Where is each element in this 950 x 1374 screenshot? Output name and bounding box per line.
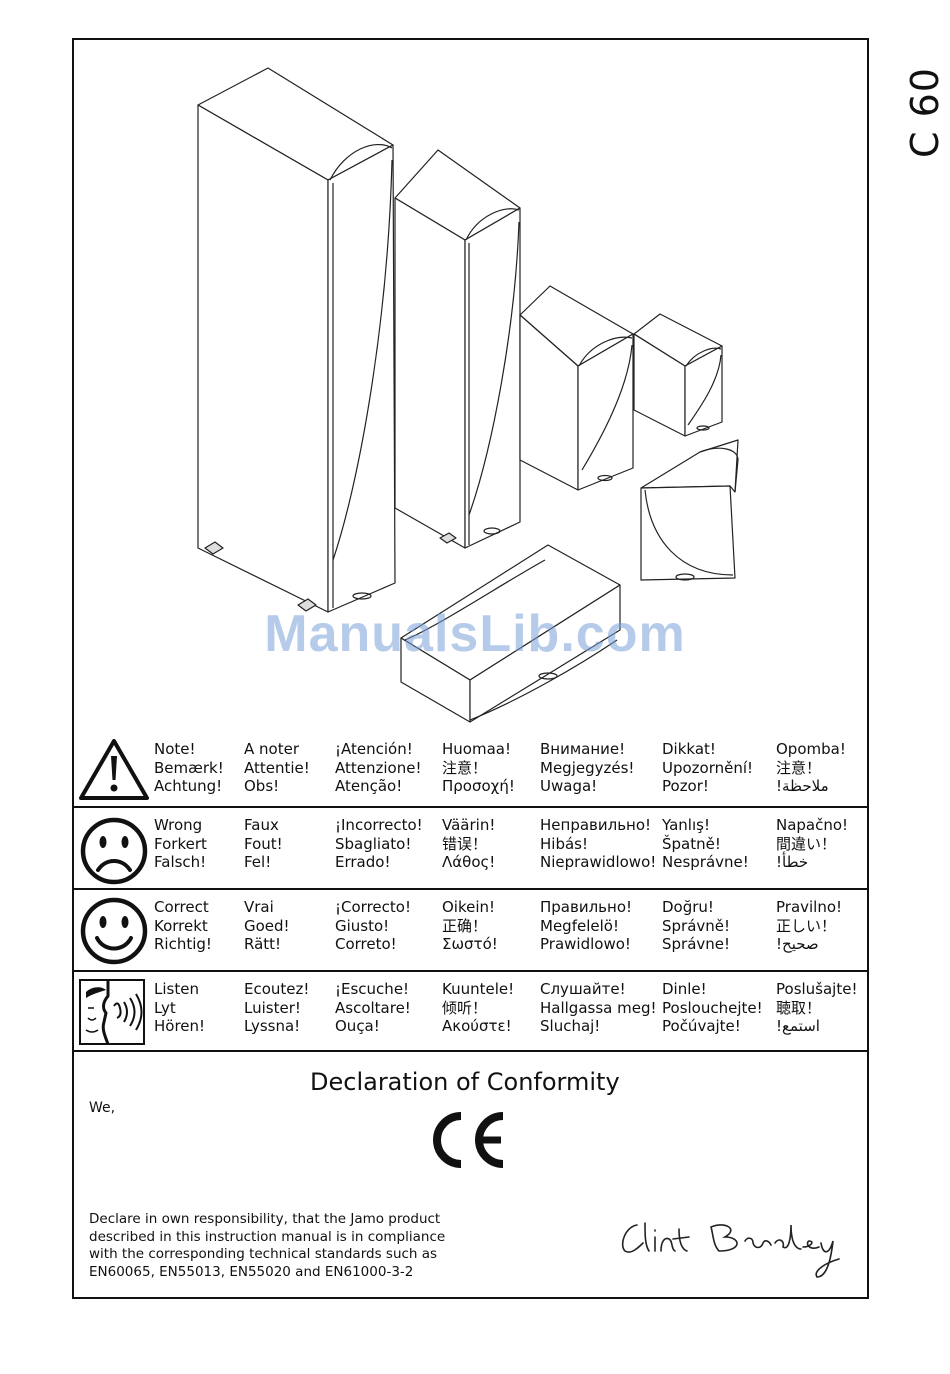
speaker-set-illustration <box>197 67 739 723</box>
lang-col-3: ¡Incorrecto!Sbagliato!Errado! <box>335 816 423 872</box>
bookshelf-speaker-large <box>519 285 634 491</box>
lang-col-5: Внимание!Megjegyzés!Uwaga! <box>540 740 635 796</box>
lang-col-6: Doğru!Správně!Správne! <box>662 898 731 954</box>
lang-col-5: Правильно!Megfelelö!Prawidlowo! <box>540 898 633 954</box>
lang-col-7: Opomba!注意！!ملاحظة <box>776 740 846 796</box>
declaration-we: We, <box>89 1100 116 1116</box>
watermark: ManualsLib.com <box>264 605 686 663</box>
lang-col-7: Napačno!間違い！!خطأ <box>776 816 849 872</box>
bookshelf-speaker-small <box>633 313 723 437</box>
floorstanding-speaker-left <box>197 67 396 613</box>
lang-col-3: ¡Escuche!Ascoltare!Ouça! <box>335 980 411 1036</box>
declaration-line: described in this instruction manual is … <box>89 1228 446 1245</box>
handwritten-signature <box>621 1222 840 1278</box>
declaration-line: with the corresponding technical standar… <box>89 1246 438 1262</box>
lang-col-4: Kuuntele!倾听！Ακούστε! <box>442 980 515 1036</box>
warning-triangle-icon <box>79 739 149 800</box>
lang-col-5: Слушайте!Hallgassa meg!Sluchaj! <box>540 980 657 1036</box>
lang-col-5: Неправильно!Hibás!Nieprawidlowo! <box>540 816 657 872</box>
lang-col-6: Dikkat!Upozornění!Pozor! <box>662 740 754 796</box>
lang-col-6: Dinle!Poslouchejte!Počúvajte! <box>662 980 763 1036</box>
declaration-line: Declare in own responsibility, that the … <box>89 1211 441 1227</box>
lang-col-1: Note!Bemærk!Achtung! <box>154 740 224 796</box>
lang-col-6: Yanlış!Špatně!Nesprávne! <box>662 816 749 872</box>
lang-col-4: Huomaa!注意！Προσοχή! <box>442 740 515 796</box>
declaration-title: Declaration of Conformity <box>310 1068 620 1096</box>
listening-ear-icon <box>79 979 145 1045</box>
lang-col-7: Poslušajte!聴取！!استمع <box>776 980 858 1036</box>
lang-col-4: Oikein!正确！Σωστό! <box>442 898 498 954</box>
lang-col-3: ¡Atención!Attenzione!Atenção! <box>335 740 422 796</box>
bookshelf-speaker-angled <box>640 439 739 581</box>
center-speaker <box>400 544 621 723</box>
happy-face-icon <box>80 897 148 965</box>
lang-col-7: Pravilno!正しい！!صحيح <box>776 898 843 954</box>
declaration-line: EN60065, EN55013, EN55020 and EN61000-3-… <box>89 1263 414 1280</box>
lang-col-3: ¡Correcto!Giusto!Correto! <box>335 898 411 954</box>
sad-face-icon <box>80 817 148 885</box>
lang-col-2: Ecoutez!Luister!Lyssna! <box>244 980 310 1036</box>
page-frame <box>72 38 869 1299</box>
declaration-body: Declare in own responsibility, that the … <box>89 1211 451 1281</box>
lang-col-4: Väärin!错误！Λάθος! <box>442 816 496 872</box>
floorstanding-speaker-right <box>394 149 521 549</box>
ce-mark-logo <box>433 1112 504 1168</box>
